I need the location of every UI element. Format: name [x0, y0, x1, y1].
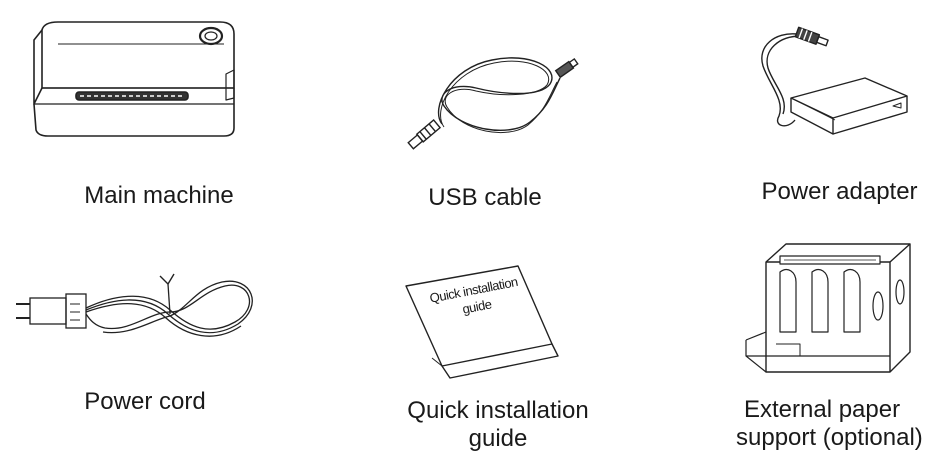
label-usb-cable: USB cable	[428, 184, 542, 211]
power-cord-illustration	[10, 262, 270, 362]
power-adapter-illustration	[735, 12, 915, 138]
usb-cable-illustration	[400, 38, 580, 163]
guide-booklet-illustration: Quick installation guide	[392, 262, 572, 390]
label-paper-support: External paper support (optional)	[736, 396, 923, 451]
label-main-machine: Main machine	[84, 182, 234, 209]
label-power-adapter: Power adapter	[761, 178, 918, 205]
label-quick-guide: Quick installation guide	[407, 397, 589, 452]
printer-illustration	[28, 18, 243, 140]
paper-support-illustration	[740, 232, 930, 382]
label-power-cord: Power cord	[84, 388, 206, 415]
